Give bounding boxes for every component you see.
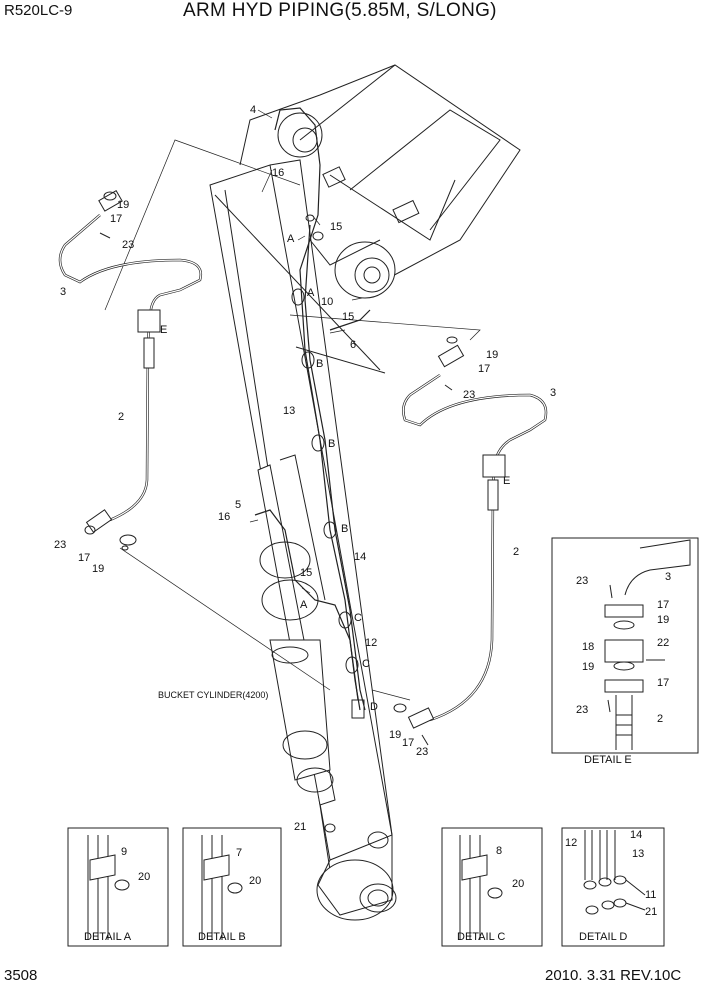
callout: 8 <box>496 845 502 857</box>
detail-b-box <box>182 827 282 947</box>
detail-e-labels: 23 3 17 19 18 22 19 17 23 2 DETAIL E <box>576 571 671 766</box>
callout: 15 <box>342 311 354 323</box>
callout: 17 <box>78 552 90 564</box>
callout: 9 <box>121 846 127 858</box>
callout: 23 <box>463 389 475 401</box>
callout: 3 <box>550 387 556 399</box>
callout: E <box>160 324 167 336</box>
detail-a-box <box>67 827 169 947</box>
callout: 14 <box>354 551 366 563</box>
callout: 11 <box>645 889 656 901</box>
callout: 10 <box>321 296 333 308</box>
page-number: 3508 <box>4 967 38 984</box>
detail-a-art <box>87 835 130 940</box>
callout: 17 <box>657 599 669 611</box>
callout: 19 <box>582 661 594 673</box>
callout: 18 <box>582 641 594 653</box>
callout: 15 <box>300 567 312 579</box>
callout: 19 <box>117 199 129 211</box>
callout: 19 <box>486 349 498 361</box>
callout: A <box>300 599 308 611</box>
detail-c-caption: DETAIL C <box>457 931 505 943</box>
pipe-clamps <box>291 214 365 833</box>
callout: 16 <box>272 167 284 179</box>
right-hose-assembly <box>393 336 548 746</box>
leader-lines <box>104 109 481 701</box>
callout: 23 <box>54 539 66 551</box>
callout: 23 <box>576 704 588 716</box>
detail-e-caption: DETAIL E <box>584 754 632 766</box>
callout: 23 <box>576 575 588 587</box>
left-hose-assembly <box>58 189 203 551</box>
callout: 15 <box>330 221 342 233</box>
callout: C <box>362 658 370 670</box>
callout: D <box>370 701 378 713</box>
page-title: ARM HYD PIPING(5.85M, S/LONG) <box>183 0 497 21</box>
callout: 19 <box>92 563 104 575</box>
callout: 17 <box>402 737 414 749</box>
callout: 2 <box>118 411 124 423</box>
callout: 20 <box>249 875 261 887</box>
callout: 5 <box>235 499 241 511</box>
callout: 16 <box>218 511 230 523</box>
callout: 3 <box>665 571 671 583</box>
callout: 17 <box>657 677 669 689</box>
detail-b-caption: DETAIL B <box>198 931 246 943</box>
callout: A <box>287 233 295 245</box>
detail-e-art <box>604 539 691 750</box>
detail-a-caption: DETAIL A <box>84 931 132 943</box>
callout: 23 <box>122 239 134 251</box>
callout: B <box>341 523 348 535</box>
callout: 23 <box>416 746 428 758</box>
bucket-cylinder-label: BUCKET CYLINDER(4200) <box>158 690 268 700</box>
detail-d-art <box>583 830 646 915</box>
callout: 17 <box>478 363 490 375</box>
callout: 22 <box>657 637 669 649</box>
callout: B <box>316 358 323 370</box>
callout: 7 <box>236 847 242 859</box>
callout: 13 <box>283 405 295 417</box>
detail-d-caption: DETAIL D <box>579 931 627 943</box>
callout-labels: 4 16 19 17 23 3 A 15 A 10 15 6 E B 13 2 … <box>54 104 556 833</box>
callout: 21 <box>294 821 306 833</box>
detail-b-art <box>201 835 243 940</box>
callout: 14 <box>630 829 642 841</box>
callout: E <box>503 475 510 487</box>
callout: 19 <box>389 729 401 741</box>
detail-abcd-labels: 9 20 DETAIL A 7 20 DETAIL B 8 20 DETAIL … <box>84 829 657 943</box>
callout: 4 <box>250 104 256 116</box>
callout: 20 <box>138 871 150 883</box>
callout: 2 <box>513 546 519 558</box>
detail-c-art <box>459 835 503 940</box>
detail-d-box <box>561 827 665 947</box>
callout: 13 <box>632 848 644 860</box>
callout: 19 <box>657 614 669 626</box>
callout: 2 <box>657 713 663 725</box>
callout: A <box>307 287 315 299</box>
callout: 6 <box>350 339 356 351</box>
detail-c-box <box>441 827 543 947</box>
callout: 12 <box>565 837 577 849</box>
bucket-cylinder <box>257 454 336 806</box>
detail-e-box <box>551 537 699 754</box>
callout: B <box>328 438 335 450</box>
callout: C <box>354 612 362 624</box>
revision-date: 2010. 3.31 REV.10C <box>545 967 682 984</box>
callout: 3 <box>60 286 66 298</box>
callout: 21 <box>645 906 657 918</box>
callout: 20 <box>512 878 524 890</box>
callout: 12 <box>365 637 377 649</box>
callout: 17 <box>110 213 122 225</box>
model-code: R520LC-9 <box>4 2 73 19</box>
